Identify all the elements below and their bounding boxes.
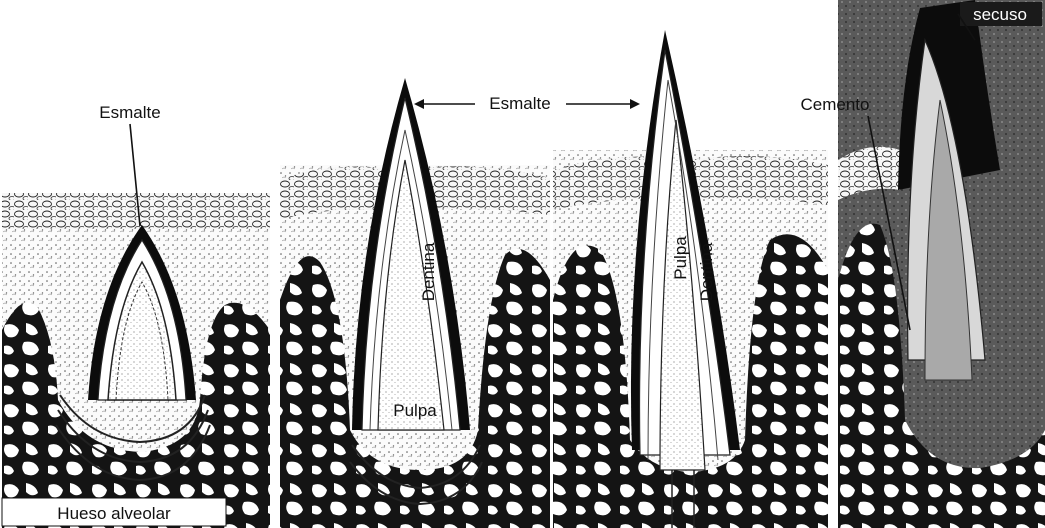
label-dentina-2: Dentina <box>419 242 438 301</box>
oral-epithelium <box>2 193 270 229</box>
label-pulpa-3: Pulpa <box>671 236 690 280</box>
panel-4-eruption <box>838 0 1045 528</box>
label-cemento: Cemento <box>801 95 870 114</box>
panel-2-crown-formation <box>280 78 550 528</box>
label-secuso: secuso <box>973 5 1027 24</box>
label-pulpa-2: Pulpa <box>393 401 437 420</box>
label-esmalte-1: Esmalte <box>99 103 160 122</box>
label-dentina-3: Dentina <box>697 242 716 301</box>
label-esmalte-2: Esmalte <box>489 94 550 113</box>
panel-1-early-bell-stage <box>2 193 270 528</box>
label-hueso-alveolar: Hueso alveolar <box>57 504 171 523</box>
